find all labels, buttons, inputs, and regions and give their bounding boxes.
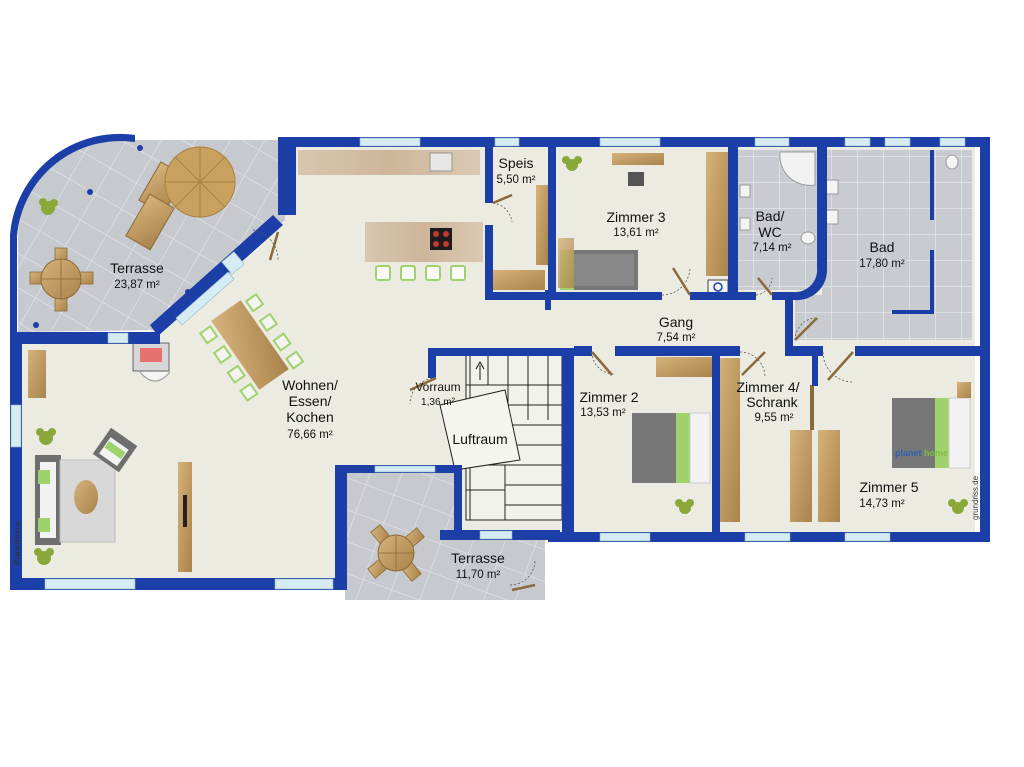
desk-zimmer-2 xyxy=(656,357,712,377)
svg-text:Essen/: Essen/ xyxy=(289,393,332,409)
door-leaves xyxy=(268,193,854,592)
svg-text:Schrank: Schrank xyxy=(746,394,798,410)
svg-text:Bad/: Bad/ xyxy=(756,208,785,224)
windows xyxy=(10,137,966,590)
svg-text:Kochen: Kochen xyxy=(286,409,333,425)
svg-text:Bad: Bad xyxy=(870,239,895,255)
toilet-icon xyxy=(800,154,959,245)
svg-text:76,66 m²: 76,66 m² xyxy=(287,429,333,441)
svg-text:home: home xyxy=(924,448,948,458)
label-luftraum: Luftraum xyxy=(452,431,507,447)
svg-text:17,80 m²: 17,80 m² xyxy=(859,258,905,270)
furniture: planet home xyxy=(28,145,971,582)
tv-icon xyxy=(183,495,187,527)
sofa xyxy=(35,455,61,545)
watermark-left: PlanetHome xyxy=(13,520,22,565)
wardrobe-zimmer-3 xyxy=(706,152,728,276)
label-vorraum: Vorraum 1,36 m² xyxy=(415,380,460,408)
parasol-icon xyxy=(164,146,236,218)
armchair xyxy=(92,427,138,473)
label-zimmer-2: Zimmer 2 13,53 m² xyxy=(579,389,638,419)
label-terrasse-2: Terrasse 11,70 m² xyxy=(451,550,505,581)
svg-text:Zimmer 5: Zimmer 5 xyxy=(859,479,918,495)
watermark-right: grundriss.de xyxy=(971,475,980,520)
svg-text:11,70 m²: 11,70 m² xyxy=(456,569,501,581)
svg-text:Luftraum: Luftraum xyxy=(452,431,507,447)
svg-text:14,73 m²: 14,73 m² xyxy=(859,498,905,510)
label-speis: Speis 5,50 m² xyxy=(497,155,536,186)
bed-zimmer-3-side xyxy=(558,238,574,288)
bar-stools xyxy=(375,265,466,281)
fireplace-icon xyxy=(132,342,171,382)
bed-zimmer-2 xyxy=(632,412,711,484)
speis-shelf-bottom xyxy=(490,270,545,290)
svg-text:5,50 m²: 5,50 m² xyxy=(497,174,536,186)
round-table-terrasse-1 xyxy=(29,247,94,312)
svg-text:Zimmer 2: Zimmer 2 xyxy=(579,389,638,405)
washing-machine-icon xyxy=(707,279,729,295)
svg-text:13,53 m²: 13,53 m² xyxy=(580,407,626,419)
svg-text:Terrasse: Terrasse xyxy=(110,260,164,276)
plant-icons xyxy=(34,156,968,565)
label-wohnen: Wohnen/ Essen/ Kochen 76,66 m² xyxy=(282,377,338,441)
svg-text:13,61 m²: 13,61 m² xyxy=(613,227,659,239)
svg-text:Speis: Speis xyxy=(498,155,533,171)
washbasin-icons xyxy=(739,179,839,231)
label-zimmer-3: Zimmer 3 13,61 m² xyxy=(606,209,665,239)
label-zimmer-4: Zimmer 4/ Schrank 9,55 m² xyxy=(737,379,800,424)
shower-icon xyxy=(779,151,816,186)
svg-text:Vorraum: Vorraum xyxy=(415,380,460,394)
svg-text:23,87 m²: 23,87 m² xyxy=(114,279,160,291)
kitchen-counter xyxy=(298,150,480,175)
svg-text:7,54 m²: 7,54 m² xyxy=(657,332,696,344)
svg-text:9,55 m²: 9,55 m² xyxy=(755,412,794,424)
dining-table xyxy=(198,292,305,402)
svg-text:Wohnen/: Wohnen/ xyxy=(282,377,338,393)
svg-text:Zimmer 3: Zimmer 3 xyxy=(606,209,665,225)
room-labels: Terrasse 23,87 m² Wohnen/ Essen/ Kochen … xyxy=(110,155,919,581)
coffee-table xyxy=(74,480,98,514)
svg-text:Terrasse: Terrasse xyxy=(451,550,505,566)
kitchen-island xyxy=(365,222,483,262)
side-table-zimmer-5 xyxy=(957,382,971,398)
svg-text:Zimmer 4/: Zimmer 4/ xyxy=(737,379,800,395)
sideboard xyxy=(28,350,46,398)
planethome-logo: planet home xyxy=(895,448,948,458)
label-terrasse-1: Terrasse 23,87 m² xyxy=(110,260,164,291)
wardrobe-zimmer-4-b xyxy=(818,430,840,522)
desk-zimmer-3 xyxy=(612,153,664,186)
label-gang: Gang 7,54 m² xyxy=(657,314,696,344)
svg-text:WC: WC xyxy=(758,224,781,240)
wardrobe-zimmer-2 xyxy=(718,358,740,522)
bed-zimmer-5 xyxy=(892,397,971,469)
round-table-terrasse-2 xyxy=(367,524,425,582)
wardrobe-zimmer-4-a xyxy=(790,430,812,522)
svg-text:planet: planet xyxy=(895,448,922,458)
kitchen-sink-icon xyxy=(429,152,453,172)
speis-shelf xyxy=(536,185,548,265)
label-bad: Bad 17,80 m² xyxy=(859,239,905,270)
label-bad-wc: Bad/ WC 7,14 m² xyxy=(753,208,792,254)
svg-text:7,14 m²: 7,14 m² xyxy=(753,242,792,254)
cooktop-icon xyxy=(430,228,452,250)
svg-text:Gang: Gang xyxy=(659,314,693,330)
floor-bad-extension xyxy=(795,295,855,340)
luftraum-void xyxy=(439,389,521,471)
label-zimmer-5: Zimmer 5 14,73 m² xyxy=(859,479,918,510)
svg-text:1,36 m²: 1,36 m² xyxy=(421,397,456,408)
